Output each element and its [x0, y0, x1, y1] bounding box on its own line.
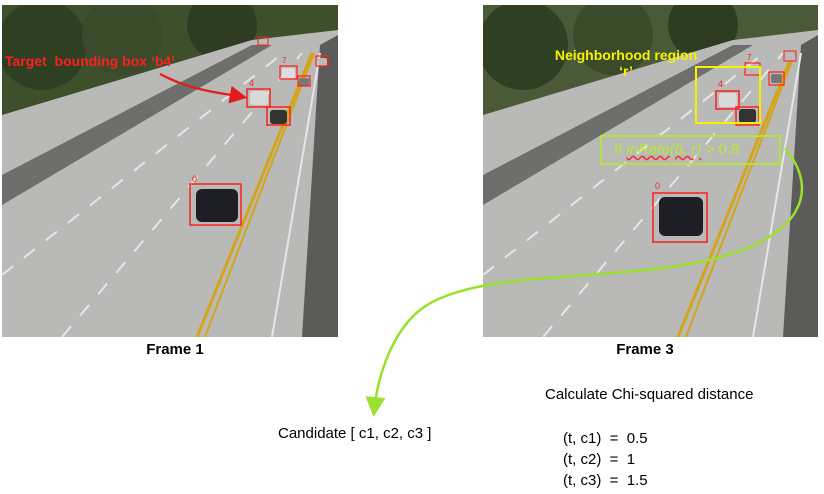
- bbox-6: [266, 106, 291, 126]
- condition-suffix: > 0.8: [701, 141, 740, 158]
- neighborhood-region-label: Neighborhood region ‘r’: [540, 47, 712, 79]
- bbox-0: [189, 183, 242, 226]
- car-0: [196, 189, 238, 222]
- neighborhood-region-box: [695, 66, 761, 124]
- car-6: [270, 110, 287, 124]
- bbox-4-f3: [715, 90, 740, 110]
- bbox-7: [279, 65, 298, 80]
- target-bbox-label: Target bounding box ‘b4’: [5, 53, 176, 69]
- neighborhood-label-line1: Neighborhood region: [554, 47, 698, 63]
- frame-1-image: 0 4 7: [2, 5, 338, 337]
- candidate-arrow: [365, 147, 804, 417]
- distance-c1: (t, c1) = 0.5: [563, 430, 648, 447]
- condition-func: inRate(b, r): [626, 141, 702, 158]
- inrate-condition-box: If inRate(b, r) > 0.8: [600, 135, 781, 165]
- bbox-label-0-f3: 0: [655, 181, 660, 191]
- frame-3-image: 0 4 7: [483, 5, 818, 337]
- condition-prefix: If: [614, 141, 627, 158]
- neighborhood-label-line2: ‘r’: [619, 63, 633, 79]
- distance-c3: (t, c3) = 1.5: [563, 472, 648, 489]
- bbox-label-4-f3: 4: [718, 79, 723, 89]
- candidate-list: Candidate [ c1, c2, c3 ]: [278, 425, 432, 442]
- bbox-label-4: 4: [249, 78, 254, 88]
- frame-3-caption: Frame 3: [616, 341, 674, 358]
- distance-c2: (t, c2) = 1: [563, 451, 636, 468]
- bbox-label-7-f3: 7: [747, 53, 752, 62]
- target-arrow: [159, 73, 248, 104]
- bbox-label-0: 0: [192, 174, 197, 184]
- bbox-label-7: 7: [282, 56, 287, 65]
- car-4: [250, 91, 268, 105]
- bbox-0-f3: [652, 192, 708, 243]
- frame-1-caption: Frame 1: [146, 341, 204, 358]
- calc-title: Calculate Chi-squared distance: [545, 386, 754, 403]
